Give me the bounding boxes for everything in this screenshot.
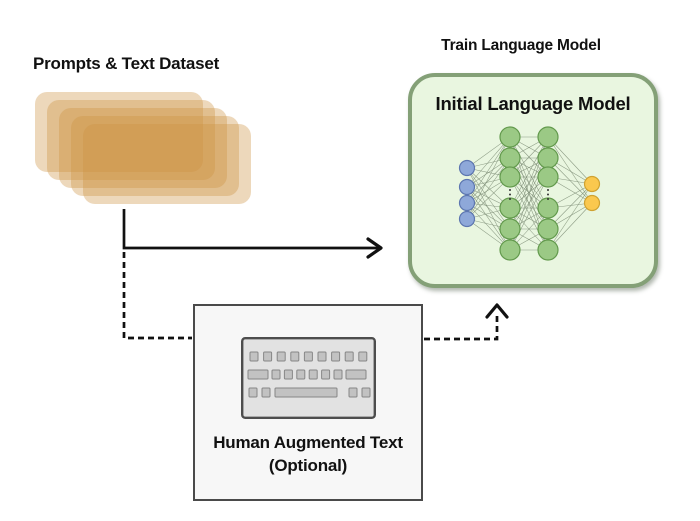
dataset-to-human-dashed-line <box>122 252 192 340</box>
model-box-title: Initial Language Model <box>435 93 631 114</box>
initial-language-model-box: Initial Language Model <box>408 73 658 288</box>
dataset-card <box>59 108 227 188</box>
stacked-cards-icon <box>35 92 265 207</box>
up-arrowhead-icon <box>485 303 509 319</box>
dataset-card <box>83 124 251 204</box>
human-augmented-text-box: Human Augmented Text (Optional) <box>193 304 423 501</box>
dataset-card <box>47 100 215 180</box>
dataset-to-model-line <box>122 209 379 250</box>
train-title: Train Language Model <box>441 37 601 54</box>
dataset-card <box>35 92 203 172</box>
dataset-label: Prompts & Text Dataset <box>33 54 220 73</box>
dataset-card <box>71 116 239 196</box>
human-box-label: Human Augmented Text (Optional) <box>213 433 403 475</box>
neural-network-icon <box>458 126 601 261</box>
human-to-model-dashed-line <box>424 315 499 341</box>
right-arrowhead-icon <box>366 237 383 259</box>
keyboard-icon <box>241 337 376 419</box>
